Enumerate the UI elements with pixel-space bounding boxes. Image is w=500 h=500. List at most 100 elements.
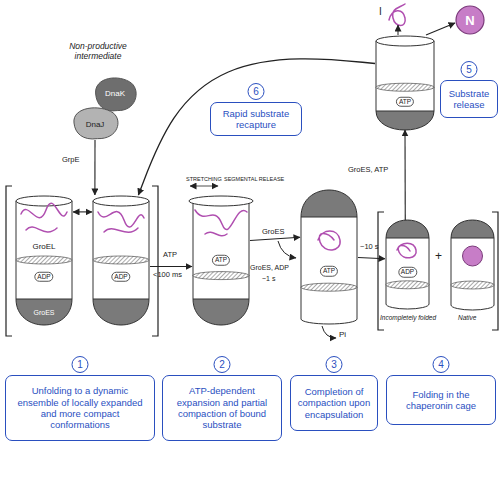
cylinder-label: GroEL: [32, 243, 55, 251]
cylinder-body: [451, 238, 494, 305]
ring-divider: [386, 281, 429, 289]
groes-lid: [376, 111, 434, 130]
cylinder-rim: [93, 196, 149, 206]
cylinder-base: [386, 304, 429, 309]
released-intermediate: [389, 4, 405, 26]
reaction-arrow: [404, 130, 405, 220]
callout-number: 2: [214, 356, 231, 373]
chaperonin-cylinder: ADP: [385, 220, 430, 310]
ring-divider: [16, 256, 72, 264]
annotation: Pi: [339, 330, 346, 339]
state-bracket: [152, 186, 158, 336]
groes-lid: [451, 220, 494, 238]
chaperonin-cylinder: ATP: [300, 190, 358, 325]
cylinder-body: [386, 238, 429, 304]
groes-lid: [301, 190, 357, 217]
cylinder-wall: [72, 201, 73, 299]
protein-blob-shape: [74, 108, 118, 139]
cylinder-wall: [494, 238, 495, 305]
release-arrow: [278, 241, 296, 258]
groes-lid: [16, 299, 72, 325]
cylinder-wall: [429, 238, 430, 304]
cylinder-outline: [385, 220, 430, 310]
groes-lid: [193, 299, 249, 325]
annotation: +: [435, 250, 442, 264]
cylinder-body: [16, 201, 72, 299]
cylinder-outline: [375, 35, 435, 130]
cylinder-wall: [357, 217, 358, 319]
cylinder-rim: [376, 36, 434, 46]
unfolded-substrate: [98, 212, 144, 233]
ring-divider: [301, 283, 357, 291]
protein-blob: DnaK: [92, 76, 138, 112]
callout-number: 3: [326, 356, 343, 373]
state-label: Native: [458, 314, 476, 321]
ring-divider: [451, 281, 494, 289]
callout-number: 5: [461, 61, 478, 78]
cylinder-outline: [300, 190, 358, 325]
ring-divider: [376, 83, 434, 91]
time-label: <100 ms: [153, 271, 182, 280]
reaction-arrow: [358, 258, 385, 259]
step-box: 5Substrate release: [440, 80, 498, 118]
cylinder-wall: [249, 201, 250, 299]
reaction-arrow: [94, 140, 95, 195]
native-protein: [463, 246, 483, 266]
edge-label: ATP: [163, 251, 177, 260]
callout-number: 6: [248, 83, 265, 100]
step-box: 1Unfolding to a dynamic ensemble of loca…: [5, 375, 155, 441]
reaction-arrow: [138, 59, 375, 195]
groes-lid: [93, 299, 149, 325]
step-box: 2ATP-dependent expansion and partial com…: [162, 375, 282, 441]
step-description: Unfolding to a dynamic ensemble of local…: [10, 385, 150, 431]
chaperonin-cylinder: ATP: [375, 35, 435, 130]
cylinder-body: [193, 201, 249, 299]
cylinder-label: ATP: [320, 266, 338, 277]
stretching-arrow: [190, 186, 218, 187]
cylinder-body: [376, 41, 434, 111]
annotation: Non-productive intermediate: [48, 42, 148, 62]
unfolded-substrate: [21, 203, 67, 232]
step-box: 6Rapid substrate recapture: [210, 102, 302, 136]
cylinder-rim: [16, 196, 72, 206]
protein-label: DnaJ: [86, 121, 105, 129]
cylinder-outline: [15, 195, 73, 325]
state-bracket: [378, 212, 384, 330]
cylinder-label: ATP: [212, 255, 230, 266]
intermediate-label: I: [379, 6, 382, 18]
edge-label: ~10 s: [360, 243, 379, 252]
ring-divider: [193, 272, 249, 280]
cylinder-body: [301, 217, 357, 319]
callout-number: 1: [72, 356, 89, 373]
connector-group: [73, 23, 455, 267]
protein-label: N: [465, 14, 474, 27]
native-cylinder: [451, 220, 494, 310]
cylinder-outline: [92, 195, 150, 325]
cylinder-label: GroES: [33, 309, 54, 316]
cylinder-label: ADP: [398, 267, 417, 278]
release-arrow: [322, 326, 336, 338]
cylinder-base: [451, 305, 494, 310]
step-description: Substrate release: [445, 88, 493, 111]
cylinder-wall: [193, 201, 194, 299]
protein-blob: DnaJ: [70, 106, 120, 140]
release-arrow: [398, 25, 399, 35]
edge-label: GrpE: [62, 156, 80, 165]
edge-label: GroES, ATP: [348, 166, 388, 175]
cylinder-wall: [16, 201, 17, 299]
cylinder-wall: [386, 238, 387, 304]
step-description: Rapid substrate recapture: [215, 108, 297, 131]
annotation: GroES, ADP: [250, 264, 289, 272]
annotation: STRETCHING: [186, 176, 222, 182]
cylinder-wall: [376, 41, 377, 111]
step-description: Completion of compaction upon encapsulat…: [295, 386, 373, 420]
reaction-arrow: [73, 211, 92, 212]
cylinder-wall: [149, 201, 150, 299]
step-description: Folding in the chaperonin cage: [391, 389, 491, 412]
annotation: SEGMENTAL RELEASE: [224, 176, 284, 182]
cylinder-base: [301, 319, 357, 324]
cylinder-label: ADP: [111, 272, 130, 283]
stretched-substrate: [195, 210, 247, 236]
